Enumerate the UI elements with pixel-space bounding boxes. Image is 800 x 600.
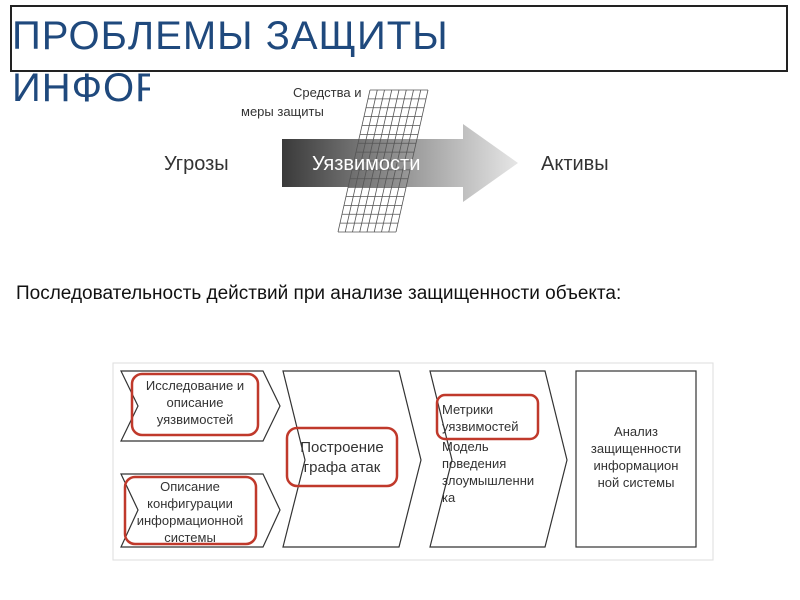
model-text: Модель поведения злоумышленни ка bbox=[442, 439, 534, 505]
research-highlight bbox=[130, 372, 260, 437]
config-text: Описание конфигурации информационной систем… bbox=[137, 479, 244, 545]
research-text-line: Исследование и bbox=[146, 378, 244, 393]
vulnerabilities-label: Уязвимости bbox=[312, 153, 420, 175]
metrics-chevron bbox=[429, 370, 568, 548]
config-text-line: конфигурации bbox=[147, 496, 233, 511]
graph-text-line: графа атак bbox=[304, 459, 381, 476]
metrics-text-line: уязвимостей bbox=[442, 419, 519, 434]
analysis-text-line: Анализ bbox=[614, 424, 658, 439]
assets-label: Активы bbox=[541, 153, 609, 175]
research-text-line: уязвимостей bbox=[157, 412, 234, 427]
protection-grid bbox=[337, 89, 429, 233]
intro-text: Последовательность действий при анализе … bbox=[16, 283, 622, 304]
graph-text: Построение графа атак bbox=[300, 439, 384, 476]
page-title-line2: ИНФОРМАЦИИ bbox=[12, 66, 150, 110]
config-chevron bbox=[120, 473, 281, 548]
config-text-line: Описание bbox=[160, 479, 220, 494]
model-text-line: злоумышленни bbox=[442, 473, 534, 488]
analysis-text-line: защищенности bbox=[591, 441, 681, 456]
protection-label-line1: Средства и bbox=[293, 85, 361, 100]
metrics-text: Метрики уязвимостей bbox=[442, 402, 519, 434]
metrics-highlight bbox=[435, 393, 540, 441]
research-chevron bbox=[120, 370, 281, 442]
analysis-text-line: ной системы bbox=[598, 475, 675, 490]
config-highlight bbox=[123, 475, 258, 546]
title-frame bbox=[10, 5, 788, 72]
analysis-text: Анализ защищенности информацион ной системы bbox=[591, 424, 681, 490]
research-text: Исследование и описание уязвимостей bbox=[146, 378, 244, 427]
threats-label: Угрозы bbox=[164, 153, 229, 175]
analysis-text-line: информацион bbox=[594, 458, 679, 473]
graph-text-line: Построение bbox=[300, 439, 384, 456]
config-text-line: информационной bbox=[137, 513, 244, 528]
analysis-box bbox=[575, 370, 697, 548]
graph-highlight bbox=[285, 426, 399, 488]
metrics-text-line: Метрики bbox=[442, 402, 493, 417]
config-text-line: системы bbox=[164, 530, 216, 545]
page-title-line1: ПРОБЛЕМЫ ЗАЩИТЫ bbox=[12, 14, 449, 58]
model-text-line: ка bbox=[442, 490, 456, 505]
protection-label-line2: меры защиты bbox=[241, 104, 324, 119]
graph-chevron bbox=[282, 370, 422, 548]
research-text-line: описание bbox=[167, 395, 224, 410]
vulnerability-arrow bbox=[282, 124, 518, 202]
model-text-line: поведения bbox=[442, 456, 506, 471]
threat-model-figure: Средства и меры защиты Угрозы Уязвимости… bbox=[164, 85, 609, 233]
model-text-line: Модель bbox=[442, 439, 489, 454]
